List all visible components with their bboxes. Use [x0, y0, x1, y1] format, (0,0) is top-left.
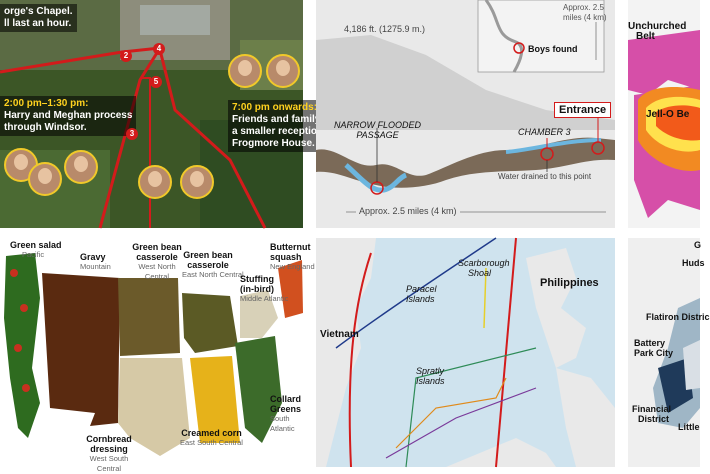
avatar-meghan	[28, 162, 62, 196]
entrance-label: Entrance	[554, 102, 612, 118]
route-badge-4: 4	[153, 43, 165, 55]
manhattan-map	[628, 238, 700, 467]
wedding-route-tile[interactable]: orge's Chapel.ll last an hour. 2:00 pm–1…	[0, 0, 328, 229]
water-drained-label: Water drained to this point	[498, 172, 592, 181]
route-badge-5: 5	[150, 76, 162, 88]
route-badge-2: 2	[120, 50, 132, 62]
food-label-middle-atlantic: Stuffing (in-bird)Middle Atlantic	[240, 274, 289, 303]
avatar-william	[228, 54, 262, 88]
philippines-label: Philippines	[540, 277, 599, 289]
belt-map	[628, 0, 700, 228]
nyc-label-little: Little	[678, 422, 700, 432]
caption-chapel: orge's Chapel.ll last an hour.	[0, 4, 77, 32]
avatar-kate	[266, 54, 300, 88]
nyc-label-flatiron: Flatiron Distric	[646, 312, 710, 322]
caption-procession: 2:00 pm–1:30 pm: Harry and Meghan proces…	[0, 96, 137, 136]
nyc-label-g: G	[694, 240, 702, 250]
vietnam-label: Vietnam	[320, 329, 359, 340]
caption-reception: 7:00 pm onwards: Friends and family a sm…	[228, 100, 328, 152]
avatar-guests	[64, 150, 98, 184]
bottom-distance-label: Approx. 2.5 miles (4 km)	[356, 206, 460, 216]
boys-found-label: Boys found	[528, 44, 578, 54]
sea-claims-map	[316, 237, 615, 468]
chamber-3-label: CHAMBER 3	[518, 127, 571, 137]
elevation-label: 4,186 ft. (1275.9 m.)	[344, 24, 426, 34]
route-badge-3: 3	[126, 128, 138, 140]
avatar-harry	[4, 148, 38, 182]
nyc-label-hudson: Huds	[682, 258, 705, 268]
avatar-meghan-2	[180, 165, 214, 199]
food-regions-map	[0, 238, 303, 467]
jello-belt-label: Jell-O Be	[646, 109, 690, 120]
avatar-harry-2	[138, 165, 172, 199]
